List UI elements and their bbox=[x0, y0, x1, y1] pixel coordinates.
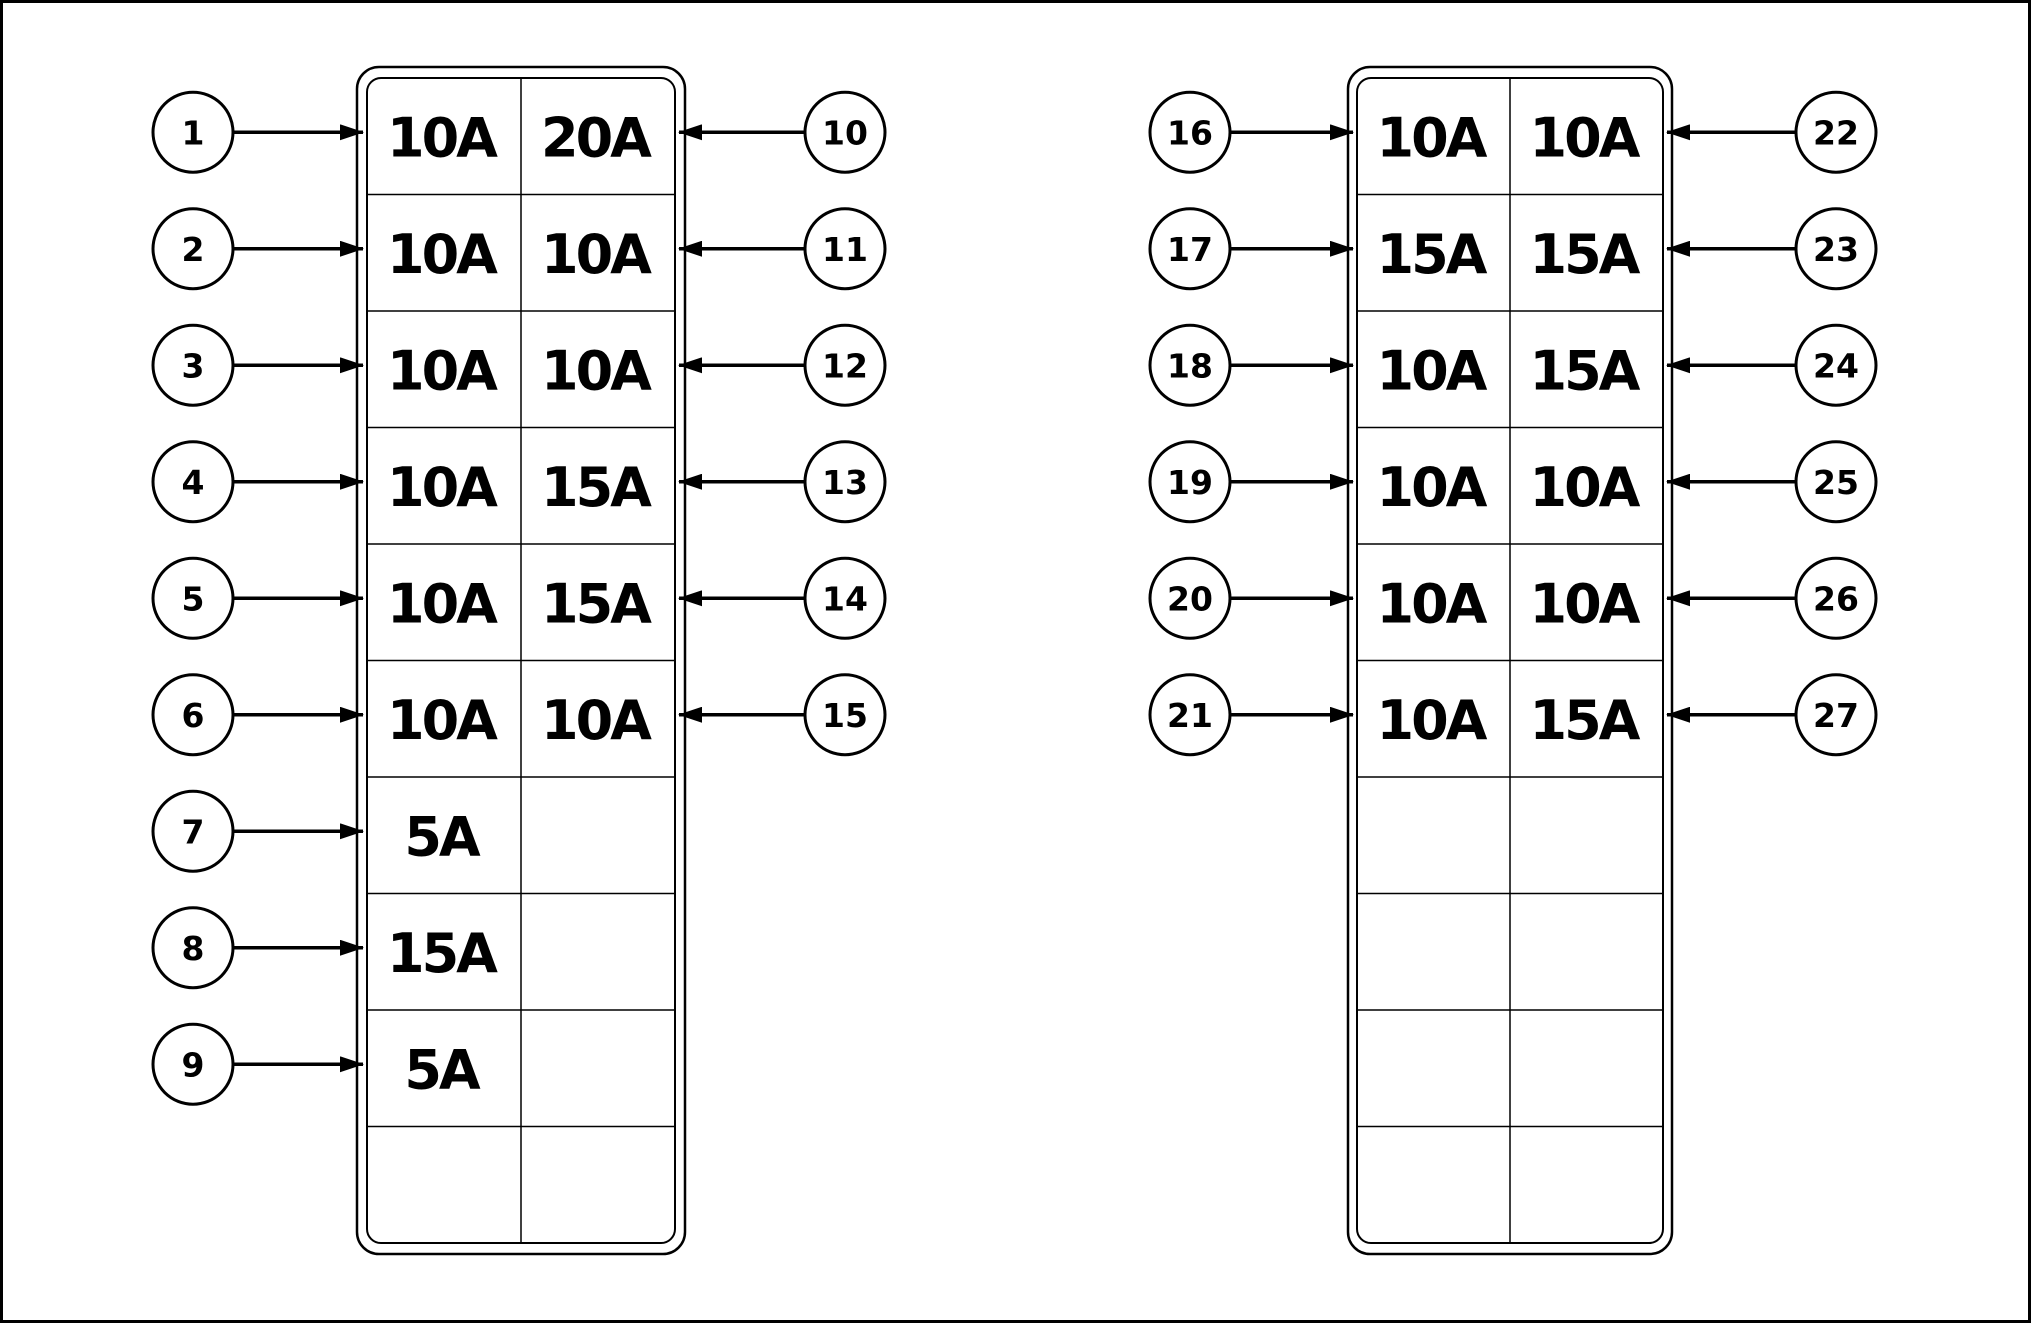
fuse-rating: 10A bbox=[1377, 572, 1488, 635]
fuse-rating: 15A bbox=[541, 456, 652, 519]
callout-number: 2 bbox=[182, 230, 205, 269]
fuse-rating: 10A bbox=[541, 223, 652, 286]
fuse-callout: 26 bbox=[1666, 556, 1878, 640]
fuse-rating: 20A bbox=[541, 106, 652, 169]
fuse-callout: 18 bbox=[1148, 323, 1354, 407]
callout-number: 11 bbox=[822, 230, 868, 269]
fuse-rating: 5A bbox=[404, 1038, 481, 1101]
fuse-rating: 10A bbox=[1530, 106, 1641, 169]
fuse-rating: 10A bbox=[541, 339, 652, 402]
fuse-rating: 10A bbox=[387, 339, 498, 402]
fuse-callout: 14 bbox=[678, 556, 887, 640]
fuse-rating: 10A bbox=[387, 689, 498, 752]
fuse-callout: 9 bbox=[151, 1022, 364, 1106]
fuse-rating: 15A bbox=[1530, 339, 1641, 402]
fuse-rating: 10A bbox=[387, 106, 498, 169]
fuse-callout: 20 bbox=[1148, 556, 1354, 640]
fuse-callout: 3 bbox=[151, 323, 364, 407]
fuse-rating: 10A bbox=[387, 223, 498, 286]
callout-number: 14 bbox=[822, 579, 868, 618]
fuse-callout: 8 bbox=[151, 906, 364, 990]
fuse-callout: 11 bbox=[678, 207, 887, 291]
fuse-panels: 10A 1 10A 2 10A 3 10A 4 10A 5 10A 6 5A 7 15A 8 5A 9 20A 10 1… bbox=[151, 65, 1878, 1256]
callout-number: 5 bbox=[182, 579, 205, 618]
callout-number: 20 bbox=[1167, 579, 1213, 618]
callout-number: 24 bbox=[1813, 346, 1859, 385]
callout-number: 4 bbox=[182, 463, 205, 502]
fuse-rating: 15A bbox=[387, 922, 498, 985]
fuse-rating: 10A bbox=[1377, 339, 1488, 402]
callout-number: 6 bbox=[182, 696, 205, 735]
fuse-callout: 2 bbox=[151, 207, 364, 291]
callout-number: 19 bbox=[1167, 463, 1213, 502]
callout-number: 18 bbox=[1167, 346, 1213, 385]
fuse-callout: 24 bbox=[1666, 323, 1878, 407]
callout-number: 1 bbox=[182, 113, 205, 152]
fuse-callout: 12 bbox=[678, 323, 887, 407]
fuse-callout: 4 bbox=[151, 440, 364, 524]
fuse-rating: 10A bbox=[387, 572, 498, 635]
callout-number: 7 bbox=[182, 812, 205, 851]
callout-number: 12 bbox=[822, 346, 868, 385]
fuse-rating: 10A bbox=[387, 456, 498, 519]
callout-number: 25 bbox=[1813, 463, 1859, 502]
callout-number: 17 bbox=[1167, 230, 1213, 269]
fuse-callout: 27 bbox=[1666, 673, 1878, 757]
callout-number: 13 bbox=[822, 463, 868, 502]
fuse-callout: 22 bbox=[1666, 90, 1878, 174]
fuse-callout: 7 bbox=[151, 789, 364, 873]
fuse-rating: 10A bbox=[1377, 456, 1488, 519]
fuse-rating: 15A bbox=[1530, 223, 1641, 286]
fuse-callout: 1 bbox=[151, 90, 364, 174]
fuse-rating: 5A bbox=[404, 805, 481, 868]
callout-number: 9 bbox=[182, 1045, 205, 1084]
fuse-callout: 15 bbox=[678, 673, 887, 757]
fuse-callout: 17 bbox=[1148, 207, 1354, 291]
fuse-panel-right: 10A 16 15A 17 10A 18 10A 19 10A 20 10A 21 10A 22 15A 23… bbox=[1148, 65, 1878, 1256]
fuse-callout: 13 bbox=[678, 440, 887, 524]
fuse-rating: 15A bbox=[1377, 223, 1488, 286]
fuse-callout: 10 bbox=[678, 90, 887, 174]
fuse-callout: 5 bbox=[151, 556, 364, 640]
fuse-callout: 21 bbox=[1148, 673, 1354, 757]
callout-number: 23 bbox=[1813, 230, 1859, 269]
fuse-rating: 10A bbox=[1530, 456, 1641, 519]
fuse-callout: 25 bbox=[1666, 440, 1878, 524]
fuse-box-outline bbox=[1346, 65, 1674, 1256]
fuse-box-outline bbox=[355, 65, 687, 1256]
fuse-panel-left: 10A 1 10A 2 10A 3 10A 4 10A 5 10A 6 5A 7 15A 8 5A 9 20A 10 1… bbox=[151, 65, 887, 1256]
fuse-rating: 10A bbox=[541, 689, 652, 752]
callout-number: 8 bbox=[182, 929, 205, 968]
fuse-callout: 19 bbox=[1148, 440, 1354, 524]
callout-number: 26 bbox=[1813, 579, 1859, 618]
callout-number: 10 bbox=[822, 113, 868, 152]
callout-number: 22 bbox=[1813, 113, 1859, 152]
fuse-rating: 15A bbox=[1530, 689, 1641, 752]
callout-number: 16 bbox=[1167, 113, 1213, 152]
fuse-callout: 6 bbox=[151, 673, 364, 757]
fuse-rating: 15A bbox=[541, 572, 652, 635]
callout-number: 3 bbox=[182, 346, 205, 385]
callout-number: 27 bbox=[1813, 696, 1859, 735]
fuse-callout: 23 bbox=[1666, 207, 1878, 291]
fuse-callout: 16 bbox=[1148, 90, 1354, 174]
fuse-rating: 10A bbox=[1377, 689, 1488, 752]
callout-number: 15 bbox=[822, 696, 868, 735]
fuse-rating: 10A bbox=[1530, 572, 1641, 635]
callout-number: 21 bbox=[1167, 696, 1213, 735]
fuse-rating: 10A bbox=[1377, 106, 1488, 169]
